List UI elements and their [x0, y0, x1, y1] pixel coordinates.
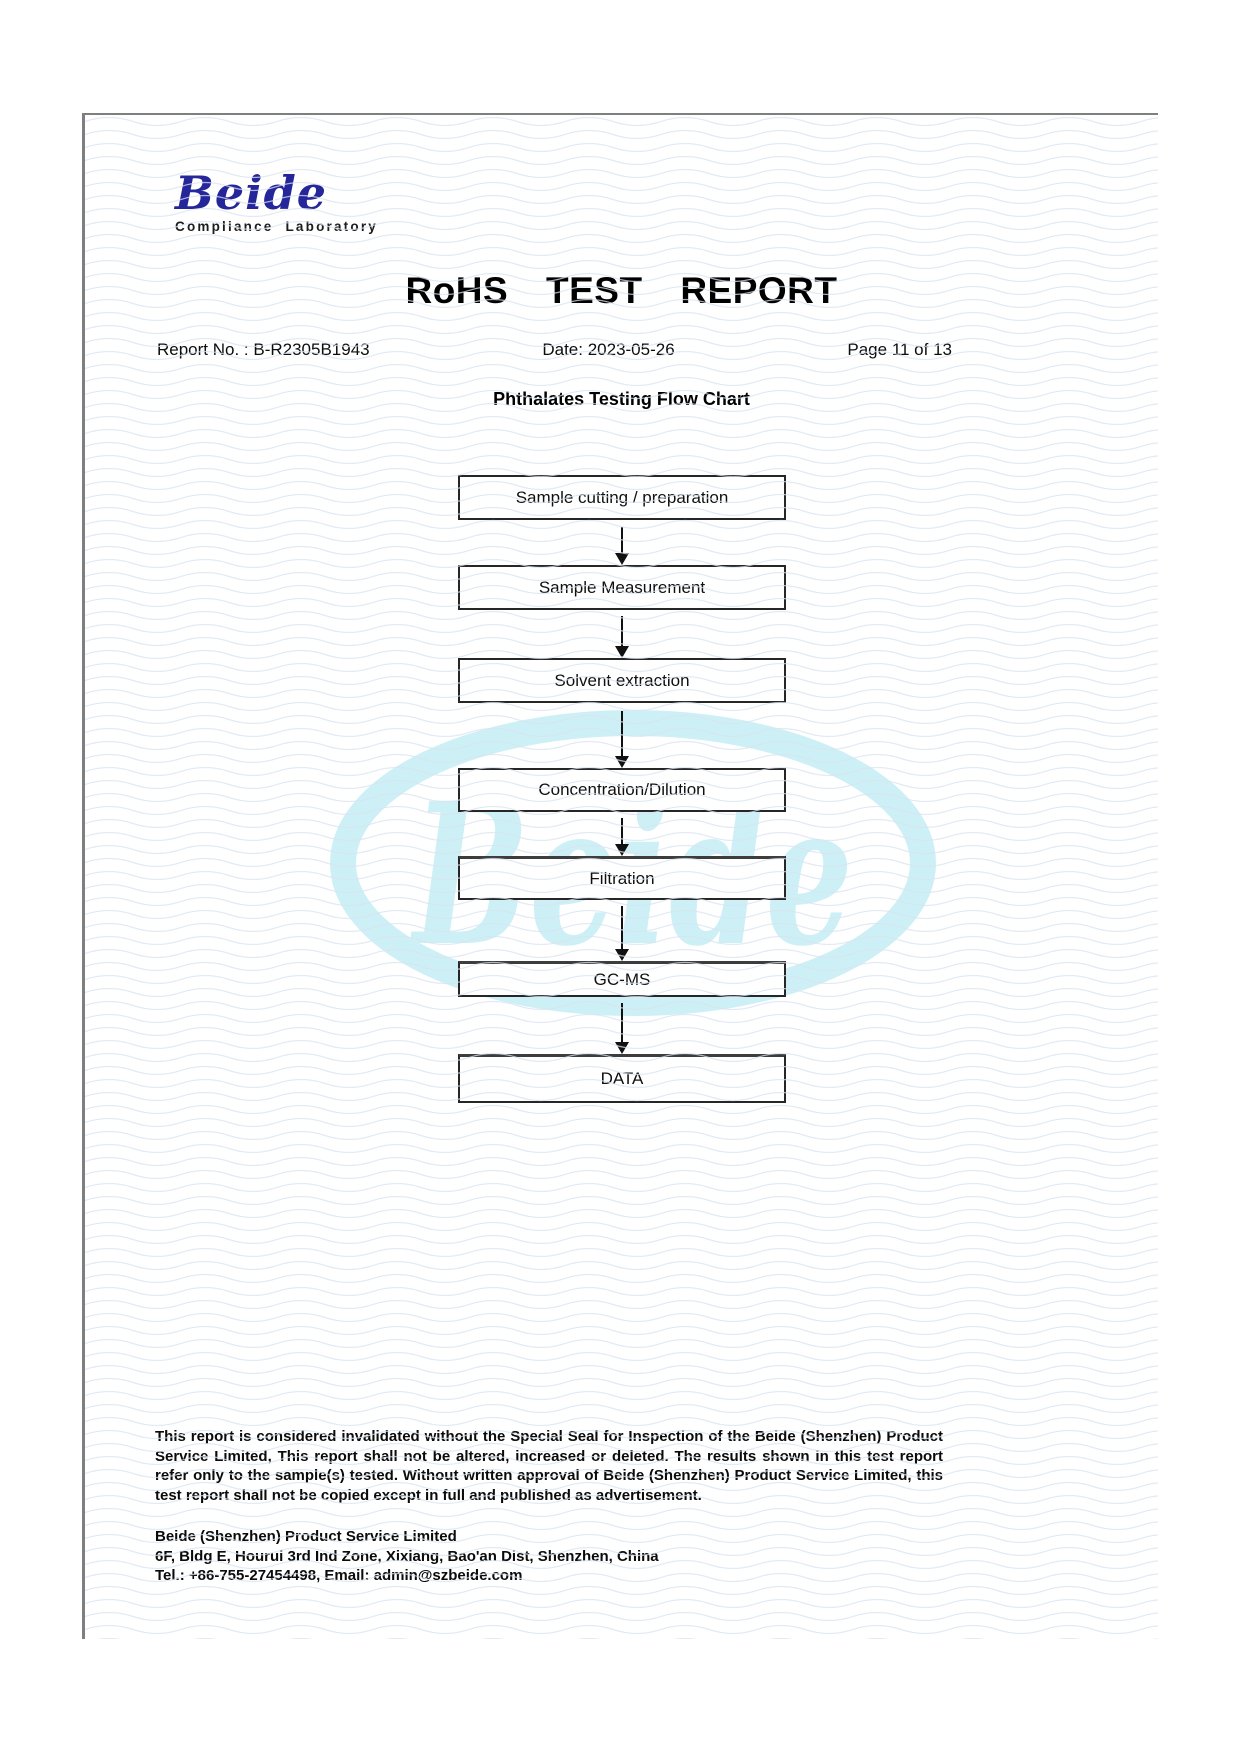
flow-step-label: GC-MS: [593, 969, 651, 989]
company-info: Beide (Shenzhen) Product Service Limited…: [155, 1527, 659, 1586]
arrow-shaft: [621, 906, 623, 950]
page-indicator: Page 11 of 13: [847, 340, 952, 359]
arrow-down-icon: [614, 616, 630, 658]
arrow-down-icon: [614, 906, 630, 961]
page-content: Beide Compliance Laboratory RoHS TEST RE…: [85, 115, 1158, 1639]
flow-step-label: DATA: [600, 1069, 644, 1088]
flow-step-box: Solvent extraction: [458, 658, 786, 703]
report-info-row: Report No. : B-R2305B1943 Date: 2023-05-…: [157, 340, 952, 360]
brand-tagline: Compliance Laboratory: [175, 219, 378, 234]
arrow-head: [615, 844, 629, 856]
flow-step-box: Sample Measurement: [458, 565, 786, 610]
arrow-shaft: [621, 818, 623, 845]
arrow-head: [615, 553, 629, 565]
arrow-head: [615, 949, 629, 961]
flow-step-box: Sample cutting / preparation: [458, 475, 786, 520]
arrow-down-icon: [614, 1003, 630, 1054]
brand-wordmark: Beide: [175, 166, 328, 220]
flow-step-label: Filtration: [589, 868, 655, 888]
arrow-head: [615, 646, 629, 658]
arrow-down-icon: [614, 711, 630, 768]
brand-logo: Beide Compliance Laboratory: [175, 170, 378, 234]
arrow-shaft: [621, 1003, 623, 1043]
arrow-down-icon: [614, 818, 630, 856]
arrow-head: [615, 1042, 629, 1054]
disclaimer-text: This report is considered invalidated wi…: [155, 1428, 943, 1504]
report-title: RoHS TEST REPORT: [405, 270, 838, 311]
flow-step-box: Concentration/Dilution: [458, 768, 786, 812]
flow-step-box: Filtration: [458, 856, 786, 900]
flowchart-title: Phthalates Testing Flow Chart: [493, 389, 750, 409]
company-name: Beide (Shenzhen) Product Service Limited: [155, 1528, 457, 1545]
flow-step-label: Solvent extraction: [554, 670, 690, 690]
flow-step-label: Sample cutting / preparation: [515, 487, 729, 507]
arrow-shaft: [621, 711, 623, 757]
company-address: 6F, Bldg E, Hourui 3rd Ind Zone, Xixiang…: [155, 1547, 659, 1565]
company-contact: Tel.: +86-755-27454498, Email: admin@szb…: [155, 1567, 523, 1584]
flow-step-label: Sample Measurement: [538, 577, 706, 597]
flow-step-box: DATA: [458, 1054, 786, 1103]
arrow-shaft: [621, 616, 623, 647]
arrow-head: [615, 756, 629, 768]
flow-step-label: Concentration/Dilution: [538, 780, 706, 799]
report-date: Date: 2023-05-26: [542, 340, 675, 359]
scanned-page-area: Beide Beide Compliance Laboratory RoHS T…: [82, 113, 1158, 1639]
flow-step-box: GC-MS: [458, 961, 786, 997]
arrow-shaft: [621, 527, 623, 554]
report-number: Report No. : B-R2305B1943: [157, 340, 370, 359]
arrow-down-icon: [614, 527, 630, 565]
